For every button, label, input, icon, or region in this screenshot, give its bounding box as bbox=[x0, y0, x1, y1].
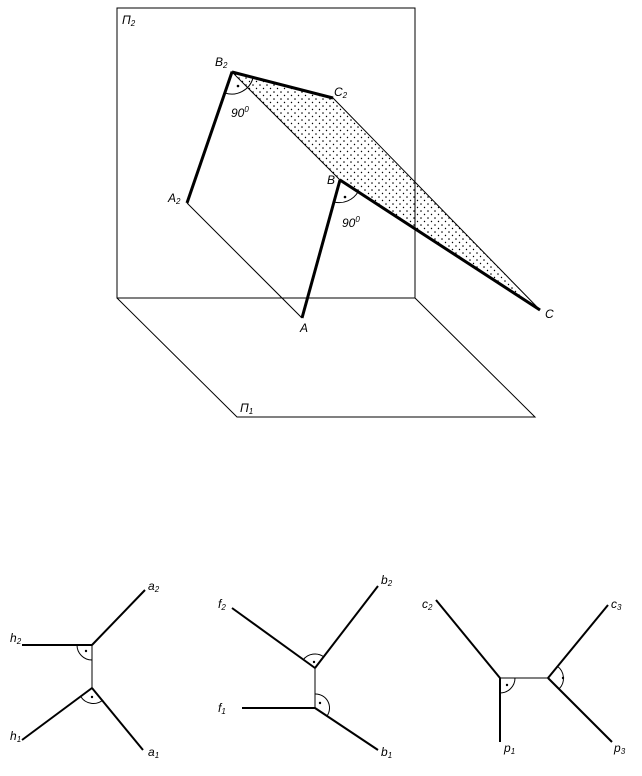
label-c2: C2 bbox=[334, 85, 348, 100]
line-c2 bbox=[435, 599, 501, 679]
label-c3: c3 bbox=[611, 597, 622, 612]
label-p1: p1 bbox=[503, 741, 515, 756]
arc-d1-lower bbox=[80, 696, 104, 704]
label-b1: b1 bbox=[381, 745, 392, 760]
segment-b2-c2 bbox=[231, 70, 334, 100]
dot-d1-upper bbox=[84, 649, 88, 653]
arc-d3-left bbox=[499, 677, 516, 694]
line-b1 bbox=[314, 707, 379, 751]
label-c2-low: c2 bbox=[422, 597, 433, 612]
arc-d1-upper bbox=[76, 644, 93, 661]
plane-pi1 bbox=[116, 297, 537, 418]
line-p3 bbox=[547, 677, 613, 743]
epure-1: a2 h2 h1 a1 bbox=[10, 579, 160, 760]
plane-pi2 bbox=[116, 7, 416, 299]
dotted-plane bbox=[232, 72, 540, 310]
dot-d1-lower bbox=[90, 695, 94, 699]
right-angle-dot-b2 bbox=[236, 84, 240, 88]
label-angle-2: 900 bbox=[342, 215, 360, 230]
label-a1: a1 bbox=[148, 745, 159, 760]
dot-d3-left bbox=[505, 683, 509, 687]
right-angle-arc-b bbox=[333, 191, 359, 204]
label-f2: f2 bbox=[218, 597, 226, 612]
line-f2 bbox=[231, 607, 316, 669]
label-pi1: Π1 bbox=[240, 401, 253, 416]
line-b2 bbox=[314, 585, 379, 669]
projector-a2-a bbox=[186, 202, 303, 319]
spatial-figure: Π2 Π1 B2 C2 A2 B A C 900 900 bbox=[116, 7, 554, 418]
label-c: C bbox=[545, 307, 554, 321]
arc-d2-upper bbox=[302, 653, 325, 661]
epure-2: f2 b2 f1 b1 bbox=[218, 573, 393, 760]
label-a: A bbox=[299, 321, 308, 335]
label-b: B bbox=[327, 173, 335, 187]
label-b2-low: b2 bbox=[381, 573, 393, 588]
label-h2: h2 bbox=[10, 631, 22, 646]
dot-d3-right bbox=[561, 676, 565, 680]
label-a2-low: a2 bbox=[148, 579, 160, 594]
right-angle-dot-b bbox=[343, 195, 347, 199]
label-h1: h1 bbox=[10, 729, 21, 744]
dot-d2-lower bbox=[318, 701, 322, 705]
dot-d2-upper bbox=[312, 660, 316, 664]
line-a1 bbox=[91, 687, 144, 751]
line-h1 bbox=[21, 687, 93, 741]
segment-b-c bbox=[339, 178, 541, 312]
arc-d2-lower bbox=[314, 693, 330, 717]
label-angle-1: 900 bbox=[231, 105, 249, 120]
label-b2: B2 bbox=[215, 55, 228, 70]
label-p3: p3 bbox=[613, 741, 626, 756]
right-angle-arc-b2 bbox=[224, 77, 254, 95]
label-a2: A2 bbox=[167, 191, 181, 206]
label-pi2: Π2 bbox=[122, 13, 136, 28]
epure-3: c2 c3 p1 p3 bbox=[422, 597, 626, 756]
label-f1: f1 bbox=[218, 701, 226, 716]
segment-b2-a2 bbox=[185, 71, 234, 204]
line-c3 bbox=[547, 604, 609, 679]
segment-b-a bbox=[300, 179, 342, 319]
line-a2 bbox=[91, 589, 146, 646]
